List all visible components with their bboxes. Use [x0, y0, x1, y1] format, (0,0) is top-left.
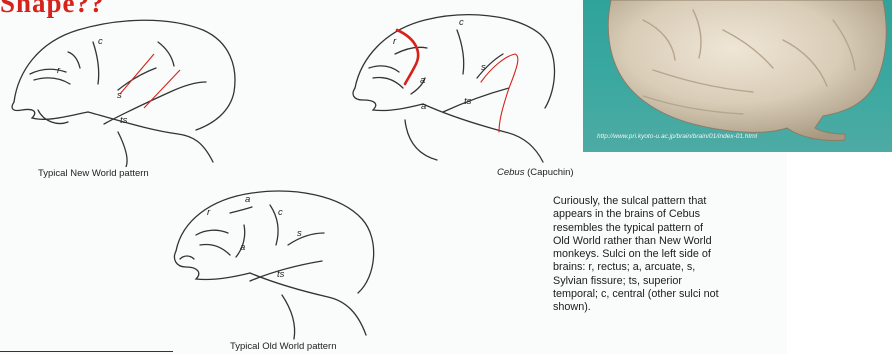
red-annotation-line: [120, 54, 154, 94]
sulcus-label-a: a: [421, 101, 426, 112]
description-line: appears in the brains of Cebus: [553, 208, 788, 221]
description-line: Old World rather than New World: [553, 235, 788, 248]
sulcus-label-c: c: [98, 36, 103, 47]
description-line: temporal; c, central (other sulci not: [553, 288, 788, 301]
sulcus-label-r: r: [207, 207, 210, 218]
sulcus-label-ts: ts: [464, 96, 471, 107]
brain-specimen-image: [583, 0, 892, 152]
description-line: shown).: [553, 301, 788, 314]
cebus-caption-common: (Capuchin): [527, 167, 573, 178]
new-world-caption: Typical New World pattern: [38, 168, 149, 179]
description-line: brains: r, rectus; a, arcuate, s,: [553, 261, 788, 274]
cebus-brain-drawing: [345, 8, 560, 164]
sulcus-label-c: c: [459, 17, 464, 28]
sulcus-label-s: s: [117, 90, 122, 101]
description-line: Curiously, the sulcal pattern that: [553, 195, 788, 208]
photo-credit-url[interactable]: http://www.pri.kyoto-u.ac.jp/brain/brain…: [597, 133, 757, 140]
sulcus-label-r: r: [57, 65, 60, 76]
description-line: Sylvian fissure; ts, superior: [553, 275, 788, 288]
sulcus-label-r: r: [393, 36, 396, 47]
red-annotation-arc: [397, 30, 418, 84]
slide-underline-rule: [0, 351, 173, 352]
description-line: monkeys. Sulci on the left side of: [553, 248, 788, 261]
old-world-brain-drawing: [170, 185, 380, 340]
cebus-caption-species: Cebus: [497, 167, 524, 178]
red-annotation-loop: [481, 54, 518, 132]
sulcus-label-s: s: [297, 228, 302, 239]
red-annotation-line: [144, 70, 180, 108]
sulcus-label-c: c: [278, 207, 283, 218]
cebus-caption: Cebus (Capuchin): [497, 167, 574, 178]
sulcus-label-ts: ts: [120, 115, 127, 126]
sulcus-label-s: s: [481, 62, 486, 73]
brain-specimen-photo: http://www.pri.kyoto-u.ac.jp/brain/brain…: [583, 0, 892, 152]
sulcus-label-a: a: [240, 242, 245, 253]
sulcus-label-a: a: [245, 194, 250, 205]
sulcus-label-a: a: [420, 75, 425, 86]
sulcus-label-ts: ts: [277, 269, 284, 280]
old-world-caption: Typical Old World pattern: [230, 341, 336, 352]
description-line: resembles the typical pattern of: [553, 222, 788, 235]
new-world-brain-drawing: [8, 12, 240, 167]
figure-description: Curiously, the sulcal pattern that appea…: [553, 195, 788, 315]
